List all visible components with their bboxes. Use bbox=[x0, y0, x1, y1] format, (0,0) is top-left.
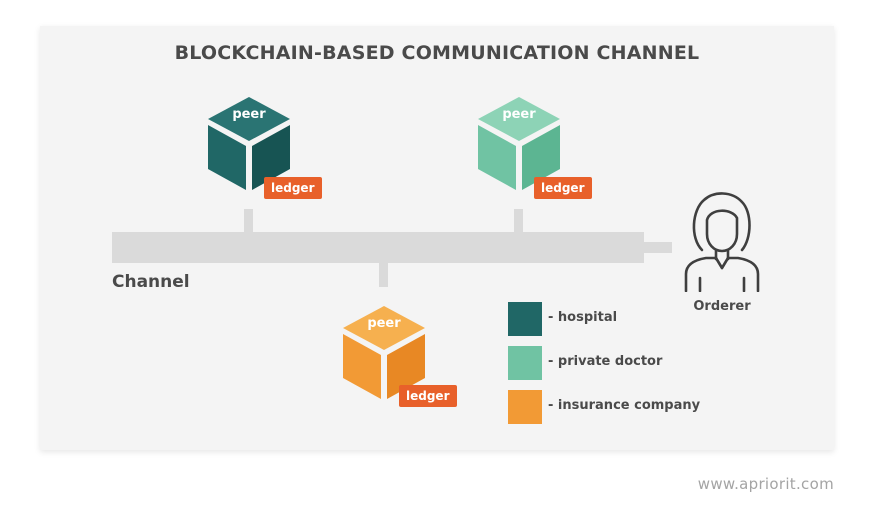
ledger-badge-insurance-company: ledger bbox=[399, 385, 457, 407]
watermark: www.apriorit.com bbox=[697, 475, 834, 493]
channel-bar bbox=[112, 232, 644, 263]
cube-icon bbox=[478, 97, 560, 190]
diagram-title: BLOCKCHAIN-BASED COMMUNICATION CHANNEL bbox=[174, 42, 700, 64]
connector-insurance bbox=[379, 263, 388, 287]
cube-icon bbox=[208, 97, 290, 190]
peer-node-private-doctor: peer bbox=[476, 95, 562, 195]
legend-swatch bbox=[508, 390, 542, 424]
peer-label: peer bbox=[502, 107, 536, 122]
ledger-badge-private-doctor: ledger bbox=[534, 177, 592, 199]
peer-label: peer bbox=[232, 107, 266, 122]
connector-hospital bbox=[244, 209, 253, 232]
ledger-badge-hospital: ledger bbox=[264, 177, 322, 199]
channel-label: Channel bbox=[112, 272, 190, 292]
channel-orderer-link bbox=[644, 242, 672, 253]
orderer-node bbox=[680, 188, 764, 293]
cube-icon bbox=[343, 306, 425, 399]
peer-node-insurance-company: peer bbox=[341, 304, 427, 404]
orderer-label: Orderer bbox=[693, 299, 751, 314]
legend-label: - private doctor bbox=[548, 354, 663, 369]
peer-label: peer bbox=[367, 316, 401, 331]
person-icon bbox=[684, 192, 760, 293]
connector-private-doctor bbox=[514, 209, 523, 232]
legend-label: - insurance company bbox=[548, 398, 701, 413]
legend-swatch bbox=[508, 346, 542, 380]
peer-node-hospital: peer bbox=[206, 95, 292, 195]
legend-label: - hospital bbox=[548, 310, 618, 325]
legend-swatch bbox=[508, 302, 542, 336]
